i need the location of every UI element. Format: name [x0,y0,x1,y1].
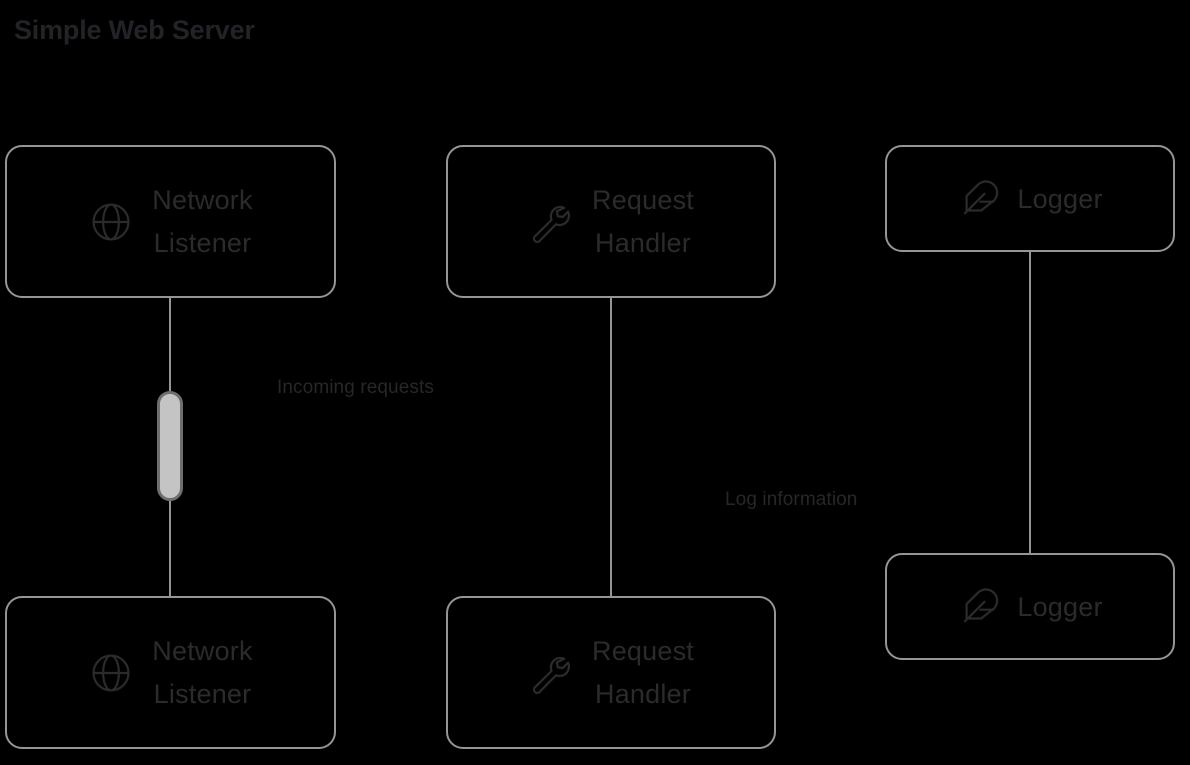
wrench-icon [528,199,574,245]
page-title: Simple Web Server [14,15,255,45]
feather-icon [957,176,1003,222]
node-label: Network Listener [152,635,253,709]
node-content: Request Handler [518,179,704,265]
node-content: Logger [947,176,1112,222]
globe-icon [88,650,134,696]
edge-label-log-information: Log information [725,489,858,510]
node-label: Request Handler [592,184,694,258]
edge-label-incoming-requests: Incoming requests [277,377,434,398]
node-content: Request Handler [518,630,704,716]
node-label: Logger [1017,183,1103,214]
node-network-listener-bottom[interactable]: Network Listener [5,596,336,749]
node-label: Request Handler [592,635,694,709]
node-request-handler-bottom[interactable]: Request Handler [446,596,776,749]
edge-logger-line[interactable] [1029,252,1031,553]
node-label: Network Listener [152,184,253,258]
node-content: Logger [947,584,1112,630]
node-request-handler-top[interactable]: Request Handler [446,145,776,298]
node-logger-bottom[interactable]: Logger [885,553,1175,660]
node-content: Network Listener [78,179,262,265]
edge-request-handler-line[interactable] [610,298,612,596]
node-label: Logger [1017,591,1103,622]
edge-drag-handle[interactable] [157,391,183,501]
wrench-icon [528,650,574,696]
feather-icon [957,584,1003,630]
globe-icon [88,199,134,245]
node-content: Network Listener [78,630,262,716]
node-logger-top[interactable]: Logger [885,145,1175,252]
node-network-listener-top[interactable]: Network Listener [5,145,336,298]
